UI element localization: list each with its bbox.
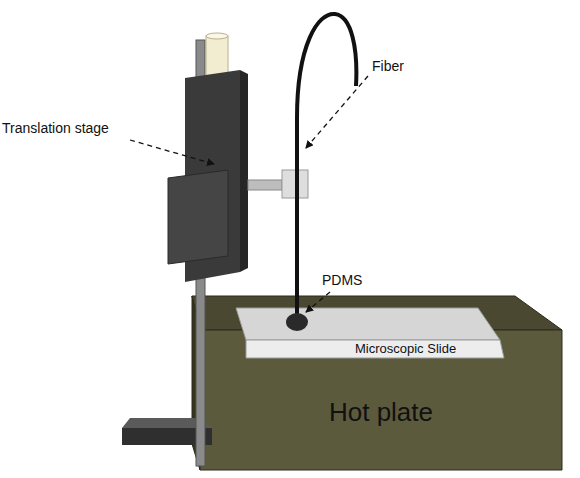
micrometer-knob <box>206 36 228 78</box>
callout-label: Translation stage <box>2 120 109 136</box>
callout-label: PDMS <box>322 272 362 288</box>
leader-line <box>306 292 330 312</box>
node-label: Microscopic Slide <box>355 341 456 356</box>
stage-arm <box>248 180 282 190</box>
leader-line <box>306 76 368 148</box>
translation-stage <box>168 170 228 264</box>
leader-line <box>130 140 214 164</box>
microscope-slide: Microscopic Slide <box>234 306 508 360</box>
callout-label: Fiber <box>372 58 404 74</box>
hot-plate-face <box>192 296 562 330</box>
microscope-slide-face <box>236 308 500 340</box>
pdms-drop <box>286 313 308 331</box>
hot-plate-face <box>200 330 562 470</box>
callout-label: PDMS <box>322 272 362 288</box>
micrometer-knob <box>206 33 228 39</box>
translation-stage <box>240 70 248 272</box>
callout-label: Translation stage <box>2 120 109 136</box>
node-label: Hot plate <box>329 397 433 428</box>
microscope-slide-face <box>246 340 504 358</box>
callout-label: Fiber <box>372 58 404 74</box>
